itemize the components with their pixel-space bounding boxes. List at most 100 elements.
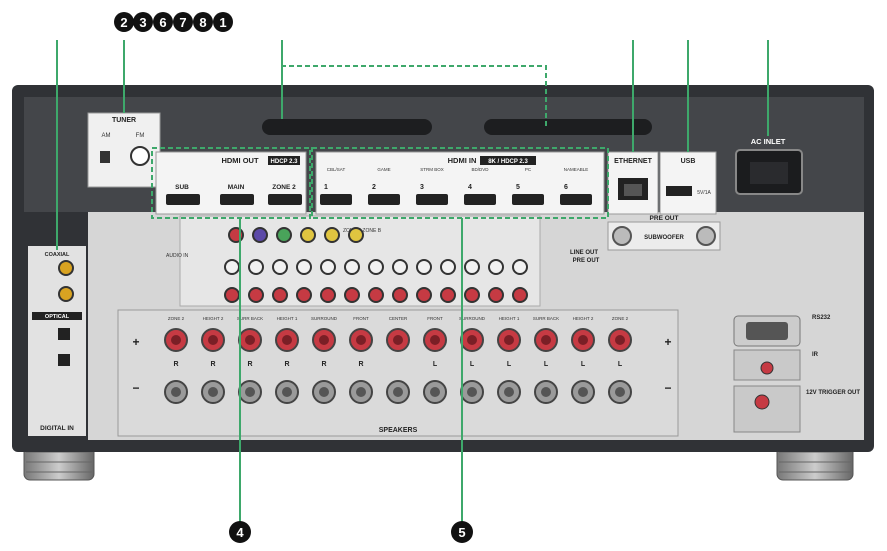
rca-top-jack[interactable] xyxy=(300,227,316,243)
ac-inlet-label: AC INLET xyxy=(751,137,786,146)
svg-text:8: 8 xyxy=(199,15,206,30)
hdmi-out-main-port[interactable] xyxy=(220,194,254,205)
pre-out-subwoofer-section: PRE OUT SUBWOOFER xyxy=(607,215,721,251)
rca-jack[interactable] xyxy=(512,259,528,275)
svg-text:4: 4 xyxy=(236,525,244,540)
speaker-channel-label: FRONT xyxy=(353,316,369,321)
hdmi-in-number-4: 4 xyxy=(468,184,472,191)
tuner-section: TUNER AM FM xyxy=(87,112,161,188)
rca-jack[interactable] xyxy=(296,259,312,275)
hdmi-in-section: HDMI IN 8K / HDCP 2.3 CBL/SAT1GAME2STRM … xyxy=(315,151,605,215)
rca-jack[interactable] xyxy=(512,287,528,303)
rca-jack[interactable] xyxy=(272,259,288,275)
hdmi-in-port-2[interactable] xyxy=(368,194,400,205)
speaker-channel-label: SURROUND xyxy=(311,316,338,321)
hdmi-out-hdcp-badge: HDCP 2.3 xyxy=(271,159,299,165)
optical-port-1[interactable] xyxy=(58,328,70,340)
rca-jack[interactable] xyxy=(392,287,408,303)
rca-jack[interactable] xyxy=(224,259,240,275)
optical-label: OPTICAL xyxy=(45,314,70,320)
digital-in-section: COAXIAL OPTICAL DIGITAL IN xyxy=(32,252,82,432)
hdmi-in-port-3[interactable] xyxy=(416,194,448,205)
rca-jack[interactable] xyxy=(368,259,384,275)
plus-right: + xyxy=(664,335,671,349)
antenna-left xyxy=(262,119,432,135)
hdmi-out-sub-label: SUB xyxy=(175,184,189,191)
trigger-label: 12V TRIGGER OUT xyxy=(806,390,860,396)
hdmi-out-section: HDMI OUT HDCP 2.3 SUB MAIN ZONE 2 xyxy=(155,151,307,215)
minus-right: − xyxy=(664,381,671,395)
rca-jack[interactable] xyxy=(320,259,336,275)
hdmi-in-number-3: 3 xyxy=(420,184,424,191)
rca-jack[interactable] xyxy=(440,259,456,275)
rca-jack[interactable] xyxy=(248,287,264,303)
rca-jack[interactable] xyxy=(344,287,360,303)
ir-jack[interactable] xyxy=(760,361,774,375)
rca-jack[interactable] xyxy=(248,259,264,275)
subwoofer-jack-1[interactable] xyxy=(612,226,632,246)
rca-jack[interactable] xyxy=(296,287,312,303)
speaker-side-label: L xyxy=(433,361,438,368)
speaker-channel-label: SURROUND xyxy=(459,316,486,321)
rca-jack[interactable] xyxy=(224,287,240,303)
rca-jack[interactable] xyxy=(392,259,408,275)
usb-port[interactable] xyxy=(666,186,692,196)
hdmi-in-port-6[interactable] xyxy=(560,194,592,205)
coaxial-jack-2[interactable] xyxy=(58,286,74,302)
rca-jack[interactable] xyxy=(416,259,432,275)
speaker-side-label: R xyxy=(284,361,289,368)
hdmi-in-port-1[interactable] xyxy=(320,194,352,205)
rca-jack[interactable] xyxy=(440,287,456,303)
fm-jack[interactable] xyxy=(130,146,150,166)
trigger-jack[interactable] xyxy=(754,394,770,410)
am-terminal[interactable] xyxy=(100,151,110,163)
rca-jack[interactable] xyxy=(320,287,336,303)
callout-4: 4 xyxy=(229,521,251,543)
hdmi-out-zone2-label: ZONE 2 xyxy=(272,184,296,191)
rca-jack[interactable] xyxy=(488,259,504,275)
rca-top-jack[interactable] xyxy=(252,227,268,243)
digital-in-label: DIGITAL IN xyxy=(40,425,74,432)
fm-label: FM xyxy=(136,133,145,139)
speaker-side-label: R xyxy=(247,361,252,368)
rca-jack[interactable] xyxy=(488,287,504,303)
rca-jacks xyxy=(224,227,528,303)
svg-text:5: 5 xyxy=(458,525,465,540)
hdmi-in-number-6: 6 xyxy=(564,184,568,191)
rca-jack[interactable] xyxy=(416,287,432,303)
rca-jack[interactable] xyxy=(368,287,384,303)
hdmi-out-main-label: MAIN xyxy=(228,184,245,191)
speaker-channel-label: SURR BACK xyxy=(533,316,559,321)
speakers-label: SPEAKERS xyxy=(379,427,418,434)
rca-top-jack[interactable] xyxy=(348,227,364,243)
hdmi-in-port-5[interactable] xyxy=(512,194,544,205)
hdmi-out-sub-port[interactable] xyxy=(166,194,200,205)
rca-jack[interactable] xyxy=(464,287,480,303)
rca-jack[interactable] xyxy=(344,259,360,275)
usb-rating: 5V/1A xyxy=(697,190,711,196)
hdmi-in-port-4[interactable] xyxy=(464,194,496,205)
rca-jack[interactable] xyxy=(464,259,480,275)
coaxial-jack-1[interactable] xyxy=(58,260,74,276)
svg-text:6: 6 xyxy=(159,15,166,30)
hdmi-in-number-1: 1 xyxy=(324,184,328,191)
hdmi-in-label: HDMI IN xyxy=(448,156,477,165)
speaker-side-label: L xyxy=(544,361,549,368)
rca-jack[interactable] xyxy=(272,287,288,303)
highlight-hdmi-in xyxy=(311,147,609,219)
rca-top-jack[interactable] xyxy=(324,227,340,243)
subwoofer-jack-2[interactable] xyxy=(696,226,716,246)
rca-top-jack[interactable] xyxy=(276,227,292,243)
hdmi-in-name-2: GAME xyxy=(377,167,390,172)
hdmi-out-zone2-port[interactable] xyxy=(268,194,302,205)
callout-1: 1 xyxy=(213,12,233,32)
control-section: RS232 IR 12V TRIGGER OUT xyxy=(733,315,860,433)
optical-port-2[interactable] xyxy=(58,354,70,366)
hdmi-in-number-2: 2 xyxy=(372,184,376,191)
callout-2: 2 xyxy=(114,12,134,32)
speaker-channel-label: HEIGHT 1 xyxy=(277,316,298,321)
hdmi-out-label: HDMI OUT xyxy=(221,156,258,165)
